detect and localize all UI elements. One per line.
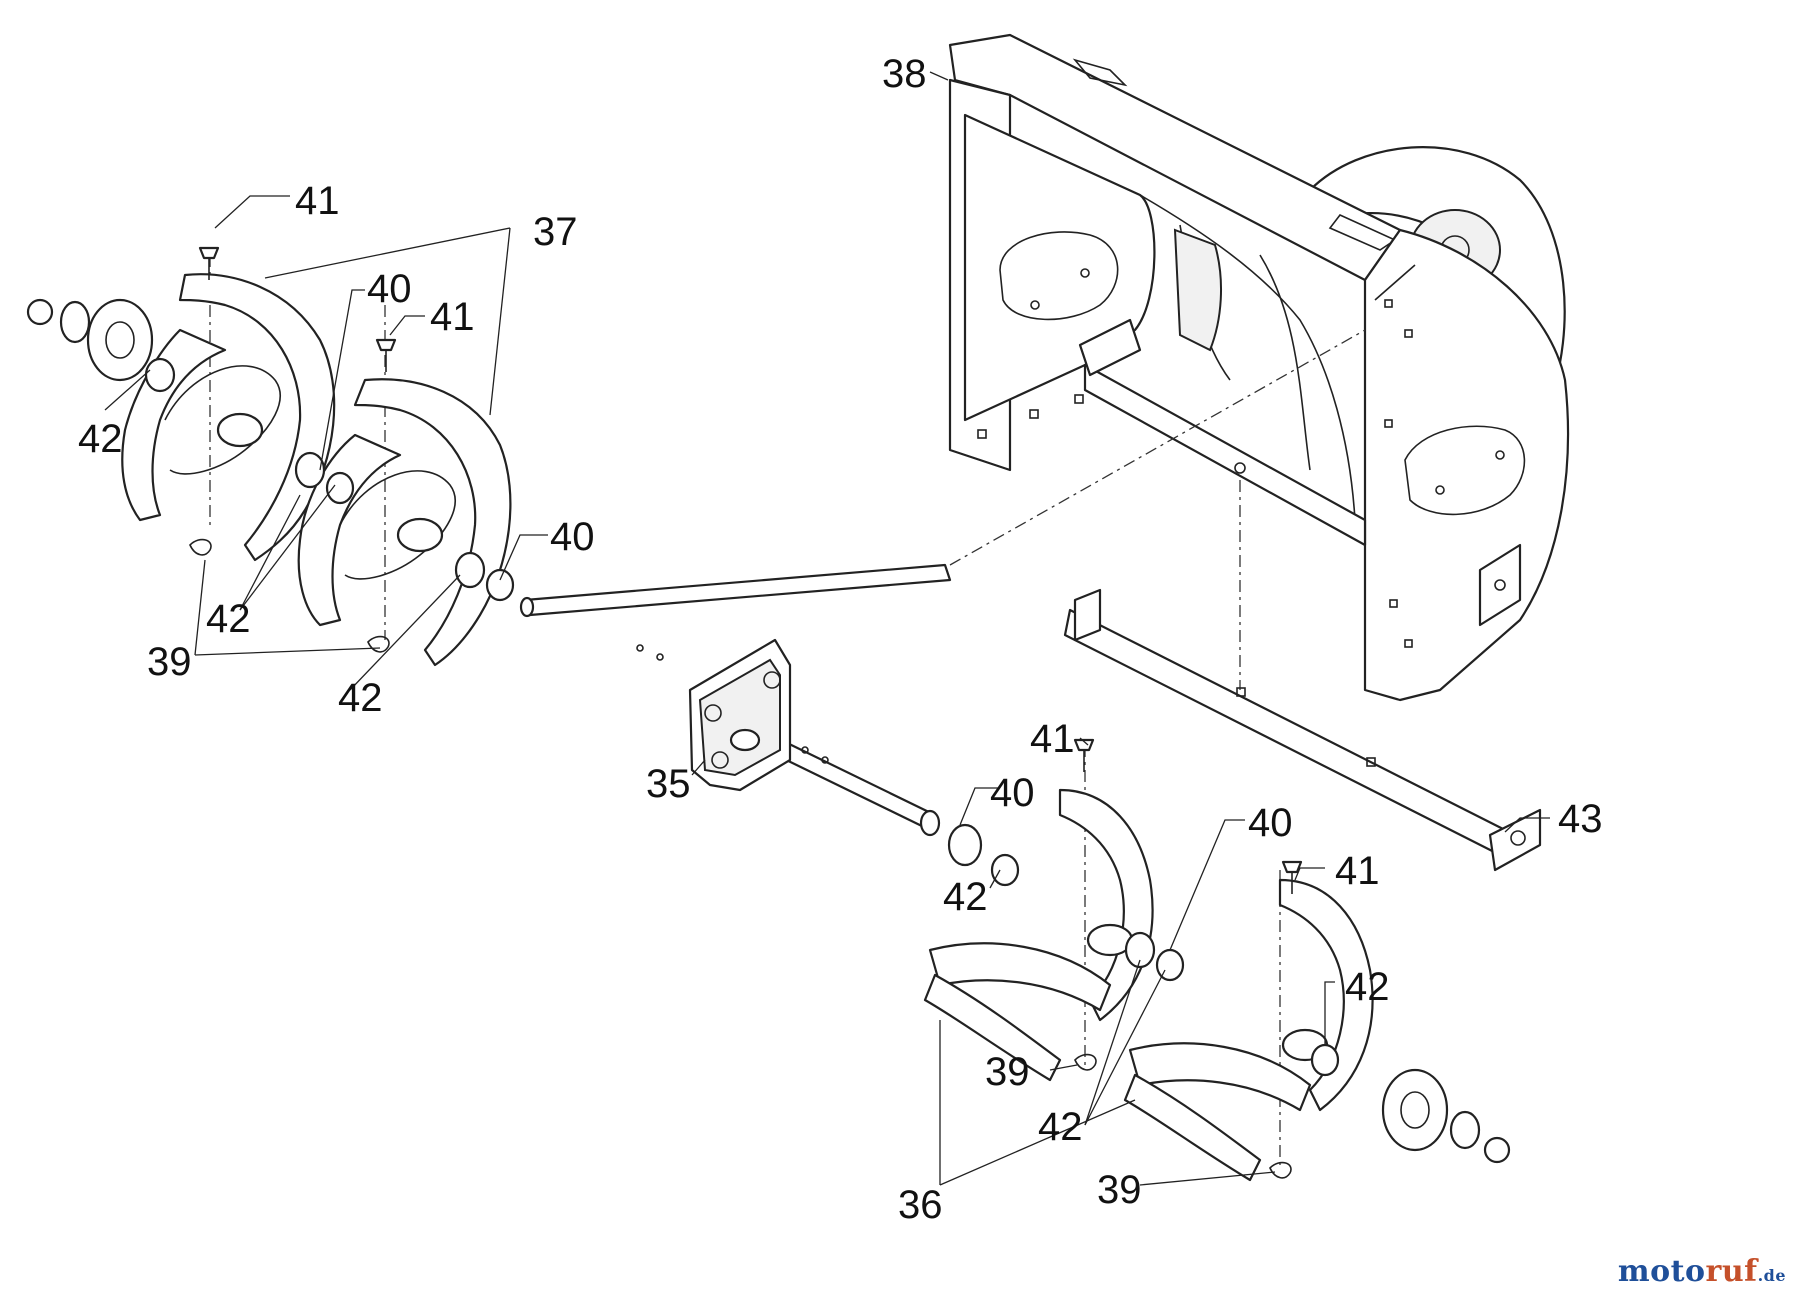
right-outer-auger-flight xyxy=(1123,878,1374,1182)
shear-bolts xyxy=(198,246,1303,894)
left-outer-auger-flight xyxy=(121,273,336,562)
callout-35: 35 xyxy=(646,762,691,806)
callout-36: 36 xyxy=(898,1183,943,1227)
callout-39: 39 xyxy=(985,1050,1030,1094)
callout-40: 40 xyxy=(367,267,412,311)
callout-42: 42 xyxy=(78,417,123,461)
watermark-part1: moto xyxy=(1617,1254,1706,1289)
right-bearing-hub xyxy=(1381,1068,1511,1164)
callout-42: 42 xyxy=(338,676,383,720)
callout-40: 40 xyxy=(990,771,1035,815)
shaft-axis-line-upper xyxy=(949,329,1366,566)
callout-38: 38 xyxy=(882,52,927,96)
callout-41: 41 xyxy=(1335,849,1380,893)
callout-41: 41 xyxy=(295,179,340,223)
leader-lines xyxy=(104,71,1550,1186)
gearbox xyxy=(688,638,792,792)
watermark-part2: ruf xyxy=(1705,1254,1758,1289)
callout-41: 41 xyxy=(1030,717,1075,761)
auger-housing xyxy=(948,33,1570,702)
callout-43: 43 xyxy=(1558,797,1603,841)
callout-42: 42 xyxy=(206,597,251,641)
callout-42: 42 xyxy=(1345,965,1390,1009)
callout-42: 42 xyxy=(943,875,988,919)
watermark-logo: motoruf.de xyxy=(1618,1254,1786,1289)
left-inner-auger-flight xyxy=(297,378,512,667)
callout-39: 39 xyxy=(147,640,192,684)
watermark-suffix: .de xyxy=(1757,1266,1786,1285)
callout-40: 40 xyxy=(1248,801,1293,845)
left-bearing-hub xyxy=(26,298,176,393)
callout-41: 41 xyxy=(430,295,475,339)
cotter-pins xyxy=(189,538,1292,1179)
left-spacers xyxy=(294,451,515,602)
callout-39: 39 xyxy=(1097,1168,1142,1212)
callout-40: 40 xyxy=(550,515,595,559)
callout-37: 37 xyxy=(533,210,578,254)
callout-42: 42 xyxy=(1038,1105,1083,1149)
